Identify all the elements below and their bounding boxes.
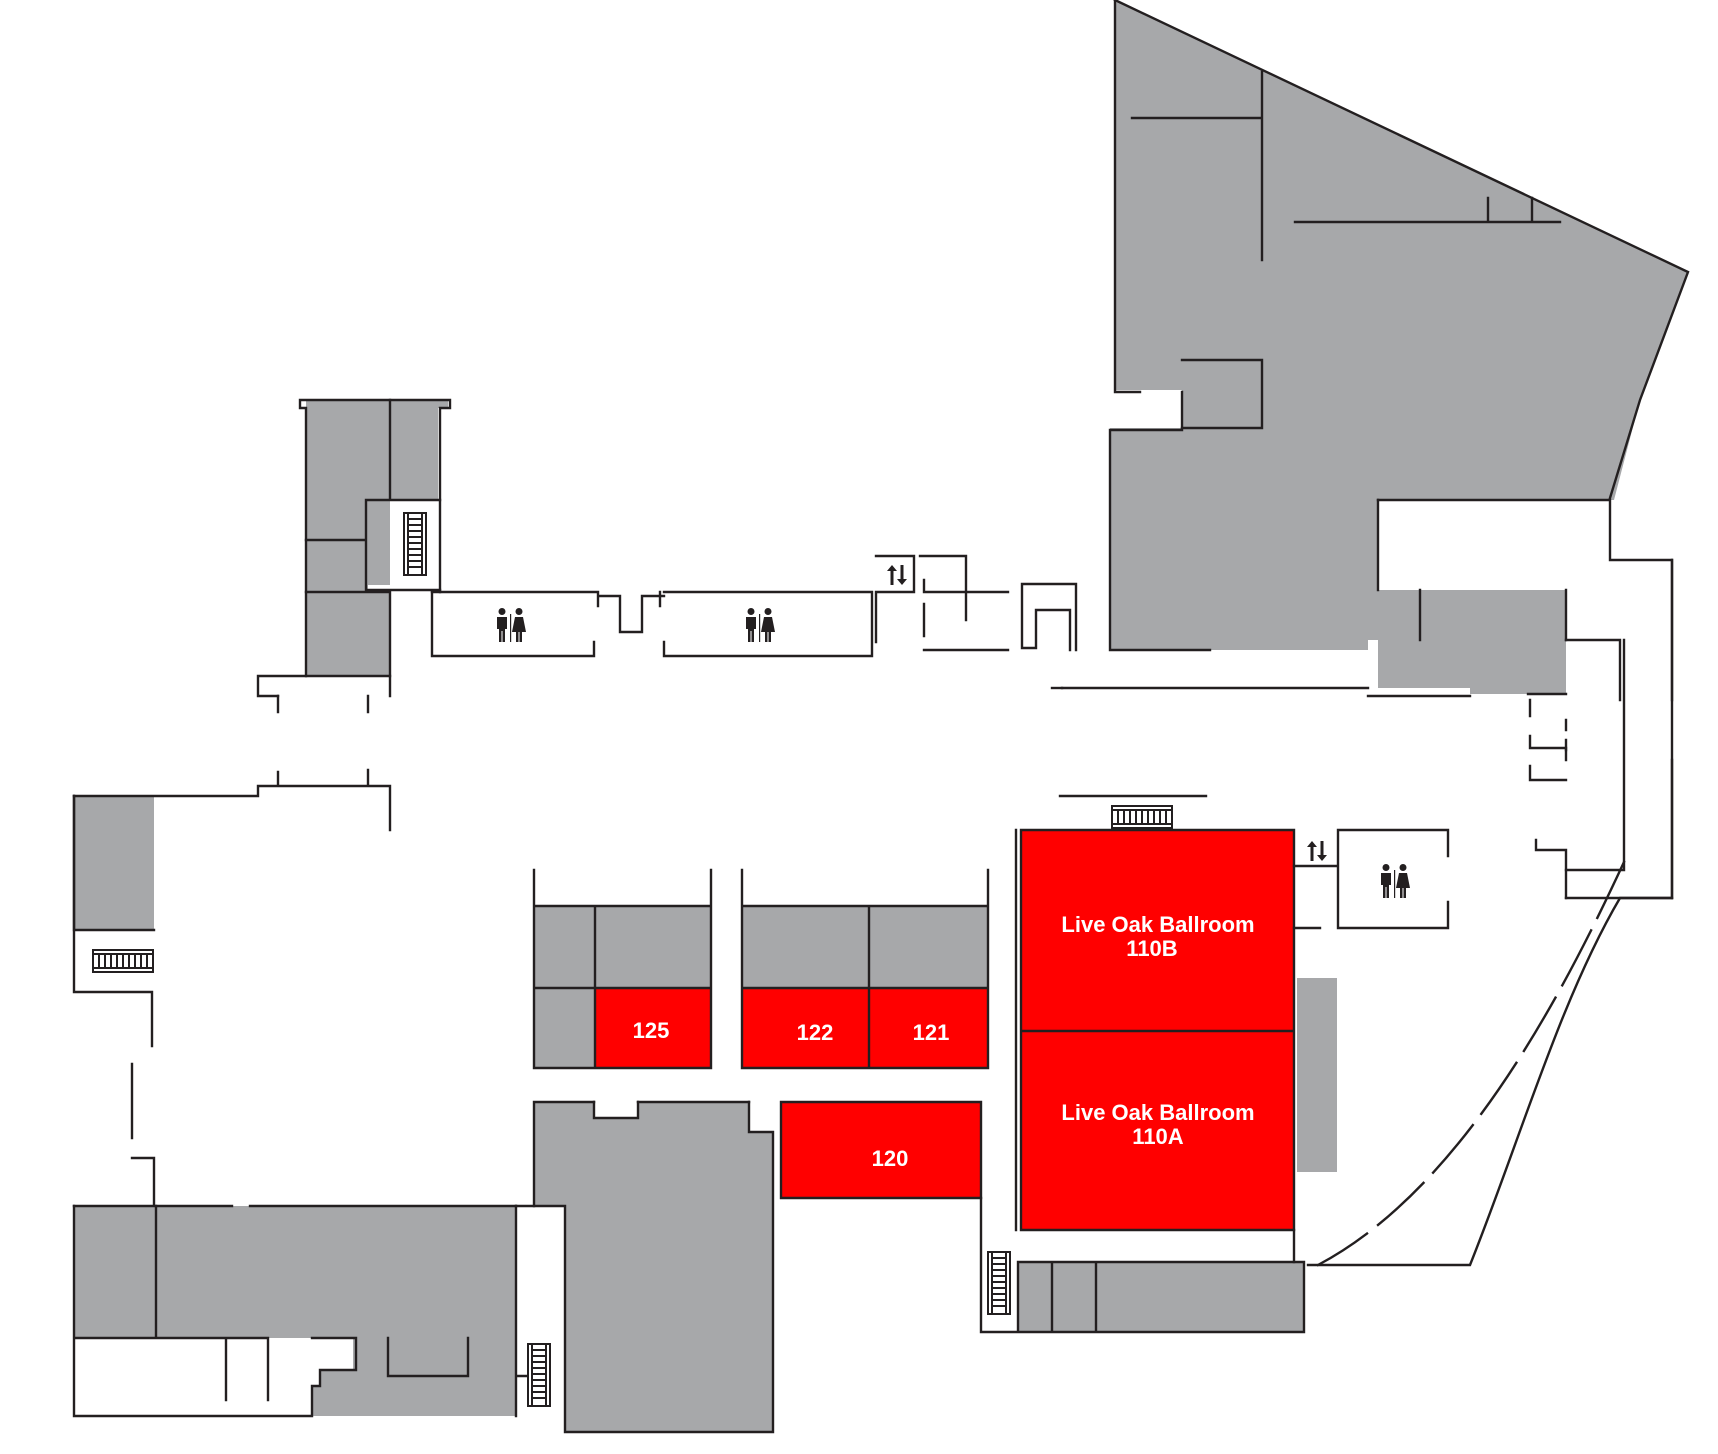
service-areas [74, 0, 1688, 1432]
room-live-oak-110b[interactable] [1021, 830, 1294, 1031]
service-area-west [74, 796, 154, 930]
stairs-icon [527, 1343, 551, 1407]
room-120[interactable] [781, 1102, 981, 1198]
room-121[interactable] [869, 988, 988, 1068]
stairs-icon [987, 1251, 1011, 1315]
service-area-room-group-122 [742, 906, 987, 988]
room-125[interactable] [595, 988, 711, 1068]
room-label-110a-number: 110A [1132, 1124, 1183, 1149]
restroom-icon [1381, 864, 1410, 898]
service-area-south-strip [1018, 1262, 1304, 1332]
room-label-125: 125 [633, 1018, 670, 1043]
room-label-120: 120 [872, 1146, 909, 1171]
walls [72, 0, 1690, 1434]
room-label-121: 121 [913, 1020, 950, 1045]
room-label-122: 122 [797, 1020, 834, 1045]
room-live-oak-110a[interactable] [1021, 1031, 1294, 1230]
room-label-110a-name: Live Oak Ballroom [1061, 1100, 1254, 1125]
room-label-110b-name: Live Oak Ballroom [1061, 912, 1254, 937]
room-labels: Live Oak Ballroom 110B Live Oak Ballroom… [633, 912, 1255, 1171]
service-area-northeast [1110, 0, 1688, 650]
stairs-icon [92, 949, 154, 973]
service-area-ballroom-east [1297, 978, 1337, 1172]
service-area-room-group-125b [534, 988, 595, 1068]
stairs-icon [403, 512, 427, 576]
service-area-southwest [74, 1206, 516, 1416]
service-area-south-central [534, 1102, 773, 1432]
stairs-icon [1111, 805, 1173, 829]
room-122[interactable] [742, 988, 869, 1068]
elevator-icon [887, 565, 907, 585]
highlighted-rooms [595, 830, 1294, 1230]
service-area-room-group-125 [534, 906, 712, 988]
restroom-icon [497, 608, 526, 642]
elevator-icon [1307, 841, 1327, 861]
restroom-icon [746, 608, 775, 642]
service-area-northwest-tower [306, 400, 448, 676]
room-label-110b-number: 110B [1126, 936, 1177, 961]
service-area-east [1378, 590, 1566, 694]
